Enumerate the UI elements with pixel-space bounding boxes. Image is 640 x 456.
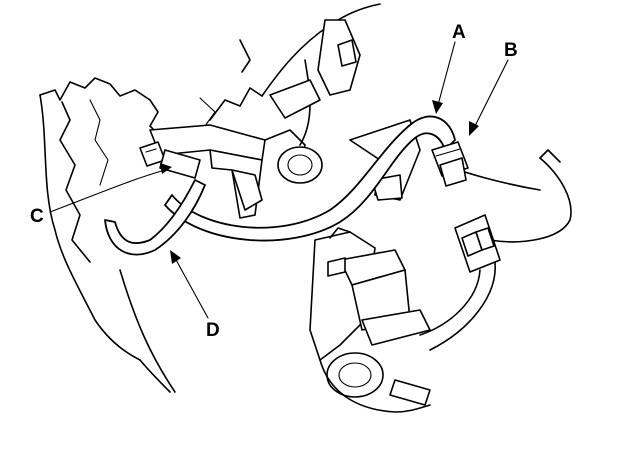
- label-d: D: [206, 320, 220, 341]
- leader-arrows: [49, 41, 509, 319]
- harness-wire-d: [104, 179, 206, 256]
- clip-c: [139, 141, 201, 179]
- lower-bracket: [309, 227, 431, 413]
- right-connector: [419, 214, 501, 351]
- label-a: A: [452, 22, 466, 43]
- upper-bracket: [269, 19, 361, 146]
- label-c: C: [30, 206, 44, 227]
- connector-b: [431, 141, 469, 187]
- label-b: B: [504, 40, 518, 61]
